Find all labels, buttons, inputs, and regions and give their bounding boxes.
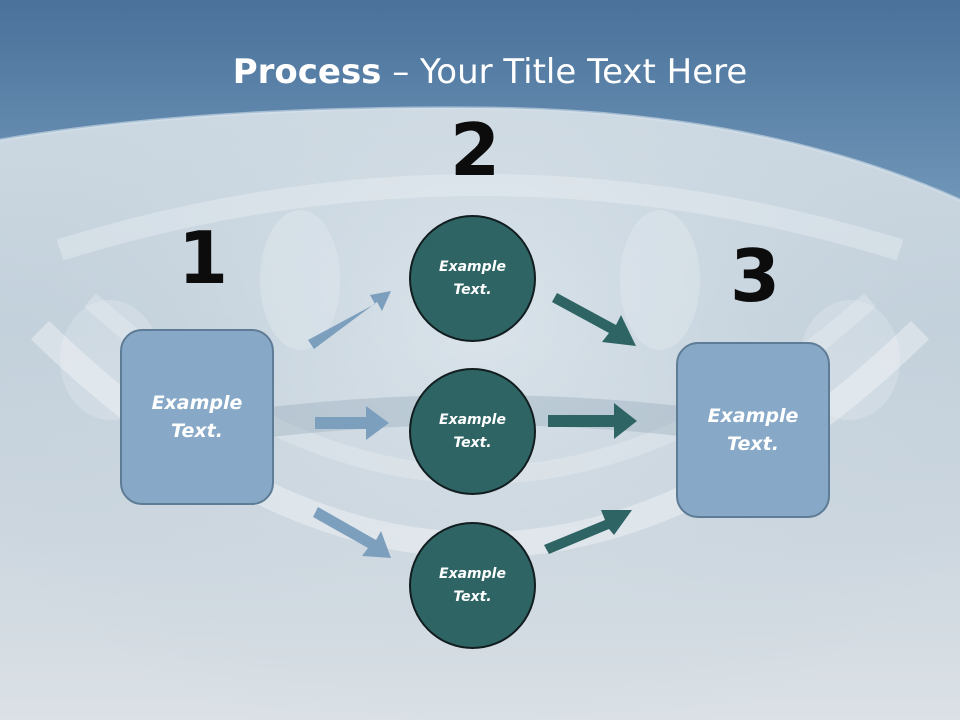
circle-middle-text: Example Text. xyxy=(439,412,506,451)
circle-bottom-text: Example Text. xyxy=(439,566,506,605)
arrow-left-to-middle xyxy=(315,406,389,440)
circle-top-text: Example Text. xyxy=(439,259,506,298)
step-number-2: 2 xyxy=(450,108,501,192)
arrow-bottom-to-right xyxy=(544,510,632,554)
left-box-text: Example Text. xyxy=(151,391,243,443)
arrow-middle-to-right xyxy=(548,403,637,439)
left-box: Example Text. xyxy=(120,329,274,505)
step-number-1: 1 xyxy=(178,216,229,300)
arrow-top-to-right xyxy=(552,293,636,346)
circle-middle: Example Text. xyxy=(409,368,536,495)
title-bold: Process xyxy=(232,52,382,92)
step-number-3: 3 xyxy=(730,234,781,318)
right-box-text: Example Text. xyxy=(707,404,799,456)
right-box: Example Text. xyxy=(676,342,830,518)
arrow-left-to-top xyxy=(308,291,391,349)
circle-top: Example Text. xyxy=(409,215,536,342)
arrow-left-to-bottom xyxy=(313,507,391,558)
title-rest: – Your Title Text Here xyxy=(381,52,748,92)
circle-bottom: Example Text. xyxy=(409,522,536,649)
slide-title: Process – Your Title Text Here xyxy=(0,52,960,92)
